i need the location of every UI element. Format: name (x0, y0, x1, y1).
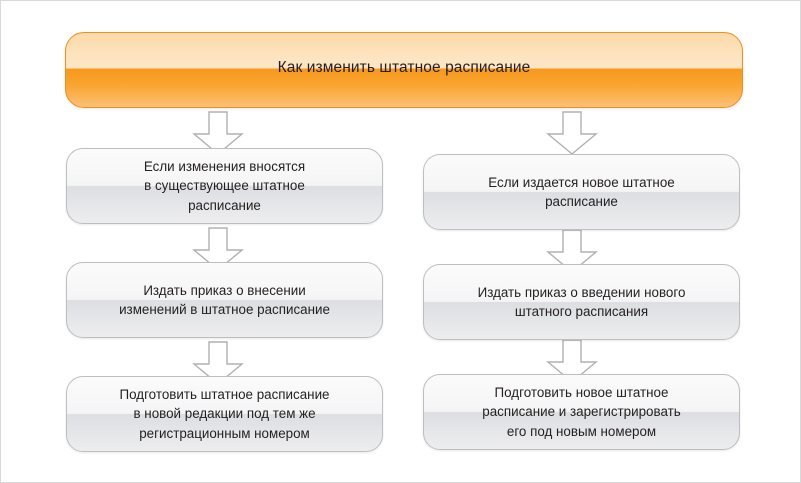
node-left-step-1: Если изменения вносятся в существующее ш… (66, 148, 383, 224)
arrow-left-header-to-step1 (192, 111, 244, 155)
node-right-step-1-label: Если издается новое штатное расписание (488, 174, 675, 210)
node-left-step-2: Издать приказ о внесении изменений в шта… (66, 262, 383, 338)
node-left-step-3: Подготовить штатное расписание в новой р… (66, 376, 383, 452)
node-left-step-1-label: Если изменения вносятся в существующее ш… (143, 158, 306, 213)
arrow-left-step2-to-step3 (192, 341, 244, 385)
arrow-right-step1-to-step2 (546, 229, 598, 273)
flowchart-title-box: Как изменить штатное расписание (65, 32, 743, 108)
node-right-step-3: Подготовить новое штатное расписание и з… (423, 374, 740, 450)
node-left-step-2-label: Издать приказ о внесении изменений в шта… (119, 282, 330, 318)
node-right-step-3-label: Подготовить новое штатное расписание и з… (482, 384, 681, 439)
node-right-step-1: Если издается новое штатное расписание (423, 154, 740, 230)
page-title: Как изменить штатное расписание (277, 59, 531, 77)
node-right-step-2: Издать приказ о введении нового штатного… (423, 264, 740, 340)
arrow-left-step1-to-step2 (192, 227, 244, 271)
arrow-right-step2-to-step3 (546, 339, 598, 383)
node-right-step-2-label: Издать приказ о введении нового штатного… (477, 284, 686, 320)
arrow-right-header-to-step1 (546, 111, 598, 155)
node-left-step-3-label: Подготовить штатное расписание в новой р… (119, 386, 330, 441)
